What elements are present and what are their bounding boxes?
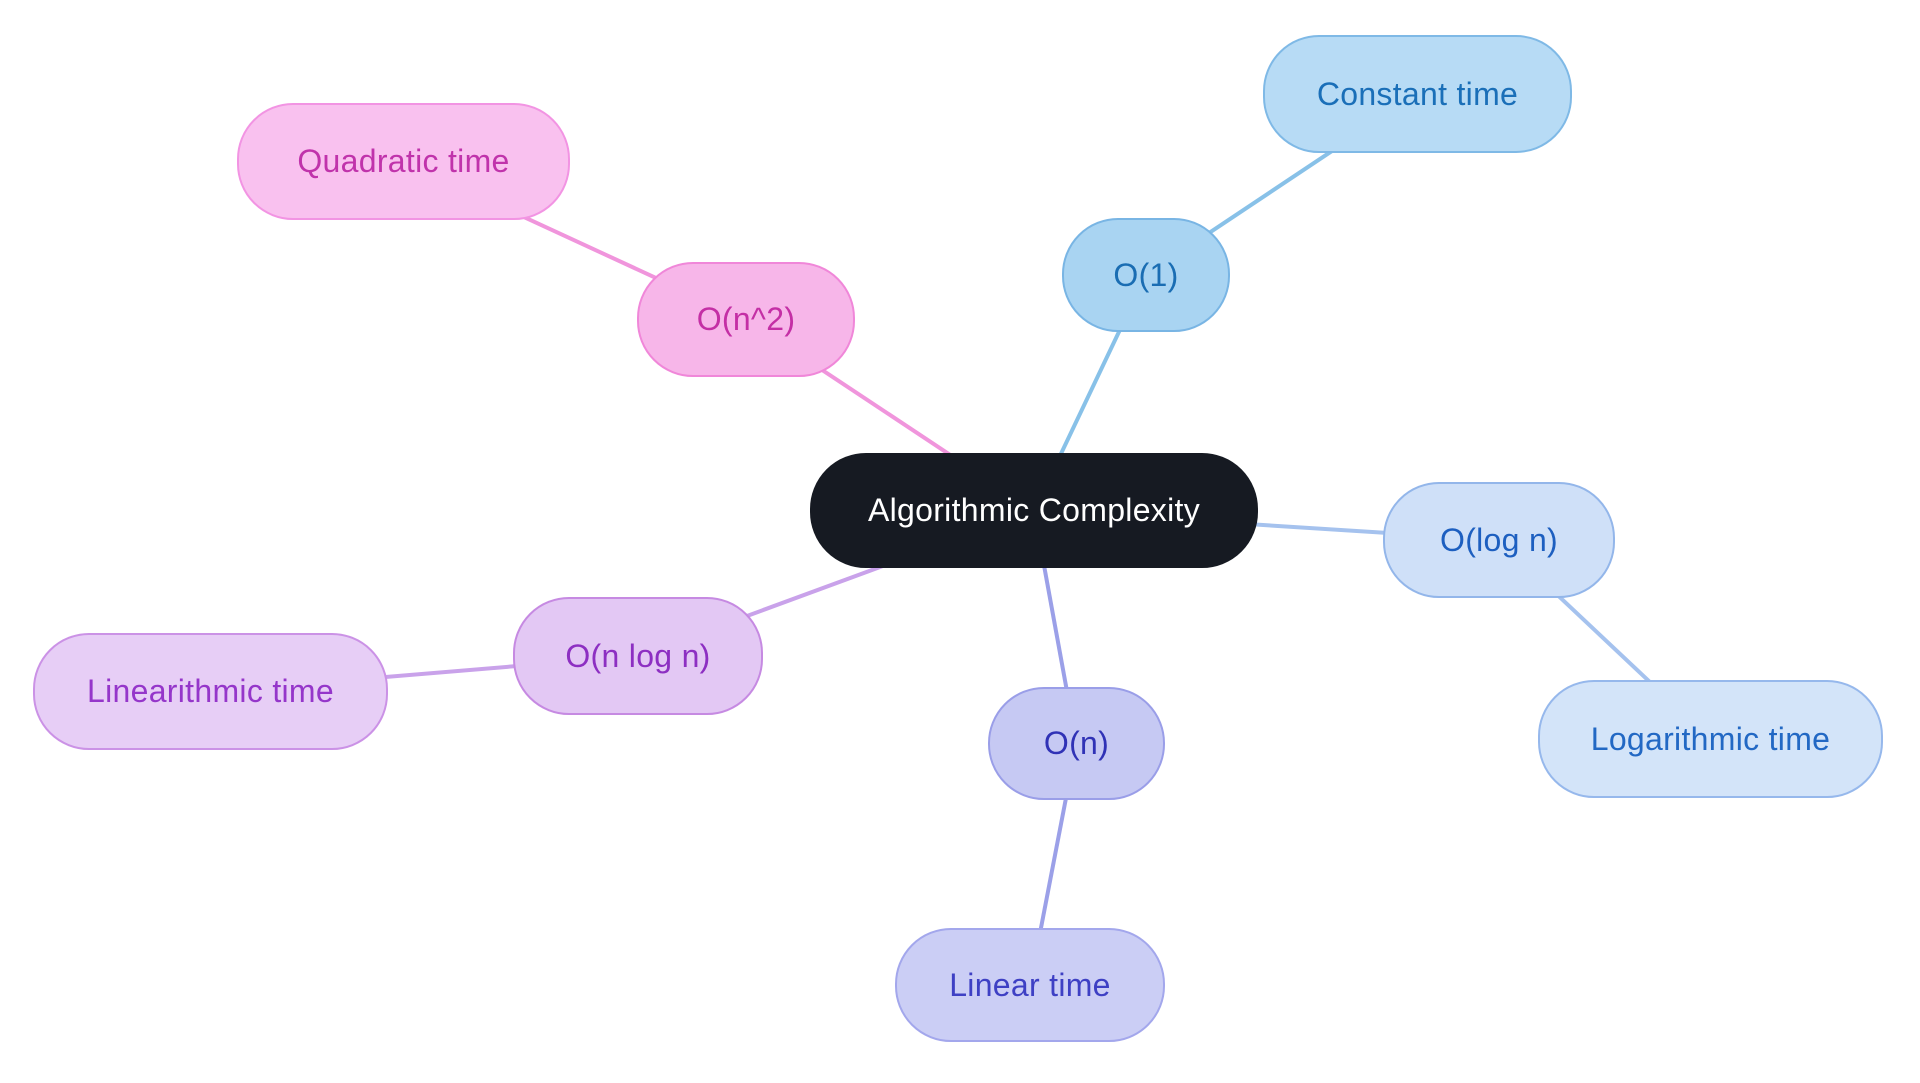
node-o-n-log-n[interactable]: O(n log n) bbox=[513, 597, 763, 715]
node-root-algorithmic-complexity[interactable]: Algorithmic Complexity bbox=[810, 453, 1258, 568]
node-o-n[interactable]: O(n) bbox=[988, 687, 1165, 800]
node-o-log-n[interactable]: O(log n) bbox=[1383, 482, 1615, 598]
node-o-n-squared[interactable]: O(n^2) bbox=[637, 262, 855, 377]
node-linearithmic-time[interactable]: Linearithmic time bbox=[33, 633, 388, 750]
node-constant-time[interactable]: Constant time bbox=[1263, 35, 1572, 153]
node-logarithmic-time[interactable]: Logarithmic time bbox=[1538, 680, 1883, 798]
node-o1[interactable]: O(1) bbox=[1062, 218, 1230, 332]
node-linear-time[interactable]: Linear time bbox=[895, 928, 1165, 1042]
node-quadratic-time[interactable]: Quadratic time bbox=[237, 103, 570, 220]
